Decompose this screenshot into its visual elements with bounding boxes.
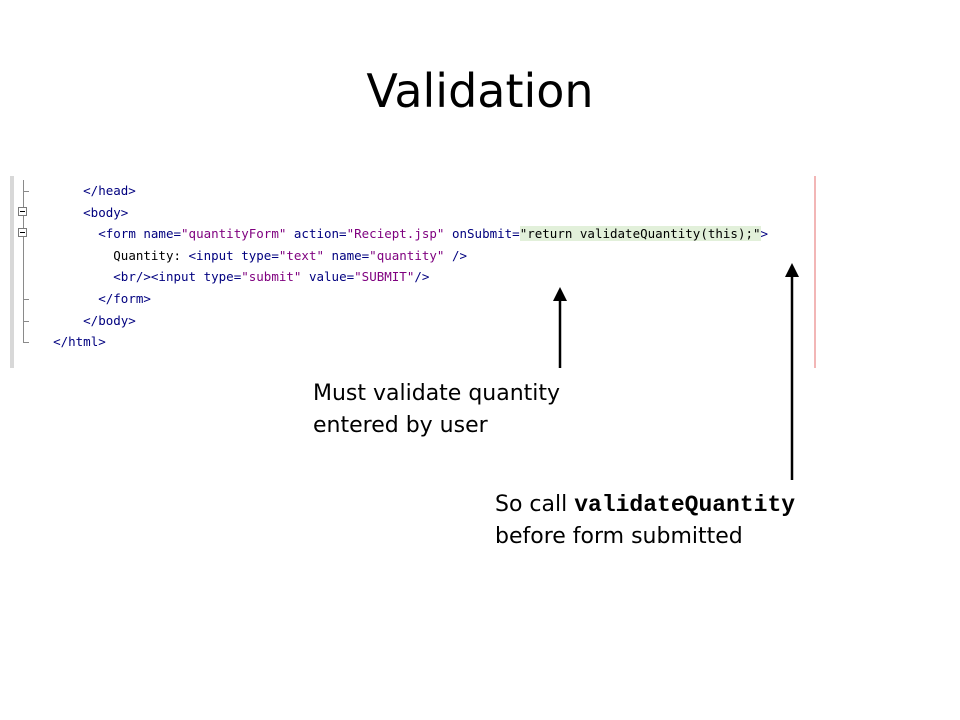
code-line: <form name="quantityForm" action="Reciep… — [38, 223, 768, 245]
code-token: "SUBMIT" — [354, 269, 415, 285]
code-token: "quantity" — [369, 247, 445, 263]
code-token: "text" — [278, 247, 325, 263]
code-line: Quantity: <input type="text" name="quant… — [38, 245, 467, 267]
code-token: "submit" — [241, 269, 302, 285]
fold-line-icon — [18, 288, 30, 310]
code-token: <input — [188, 247, 242, 263]
code-editor-panel: </head> <body> <form name="quantityForm"… — [10, 176, 816, 368]
code-token: <form — [98, 226, 144, 242]
fold-line-icon — [18, 266, 30, 289]
validate-call-note: So call validateQuantity before form sub… — [495, 489, 795, 553]
code-token: <br/> — [113, 269, 151, 285]
code-token: "quantityForm" — [181, 226, 287, 242]
fold-line-icon — [18, 180, 30, 202]
fold-collapse-icon[interactable] — [18, 223, 30, 246]
editor-margin-line — [814, 176, 816, 368]
call-note-line1: So call validateQuantity — [495, 489, 795, 521]
slide-title: Validation — [366, 64, 594, 118]
editor-left-border — [10, 176, 14, 368]
code-line: </head> — [38, 180, 136, 202]
code-token: /> — [414, 269, 430, 285]
code-token: <body> — [83, 204, 129, 220]
code-line: <br/><input type="submit" value="SUBMIT"… — [38, 266, 429, 288]
code-line: </html> — [38, 331, 106, 353]
highlighted-onsubmit-value: "return validateQuantity(this);" — [519, 226, 761, 242]
code-token: "Reciept.jsp" — [346, 226, 445, 242]
code-token: Quantity: — [113, 247, 189, 263]
code-token: </body> — [83, 312, 136, 328]
fold-gutter — [14, 176, 34, 368]
code-line: <body> — [38, 202, 128, 224]
code-token: <input — [150, 269, 204, 285]
quantity-validation-note: Must validate quantity entered by user — [313, 378, 560, 442]
code-token: </form> — [98, 291, 151, 306]
code-line: </form> — [38, 288, 151, 310]
code-token: value= — [301, 269, 355, 285]
fold-line-icon — [18, 244, 30, 267]
call-note-prefix: So call — [495, 492, 575, 517]
quantity-note-line2: entered by user — [313, 413, 488, 438]
code-token: /> — [444, 247, 468, 263]
code-token: name= — [324, 247, 370, 263]
quantity-note-line1: Must validate quantity — [313, 381, 561, 406]
code-token: </head> — [83, 183, 136, 198]
code-token: name= — [143, 226, 182, 242]
code-token: type= — [241, 247, 279, 263]
fold-line-icon — [18, 331, 30, 353]
code-token: </html> — [53, 334, 106, 350]
code-token: action= — [286, 226, 347, 242]
code-token: > — [760, 226, 769, 242]
call-note-line2: before form submitted — [495, 524, 743, 549]
code-token: type= — [203, 269, 242, 285]
code-token: onSubmit= — [444, 226, 520, 242]
code-line: </body> — [38, 310, 136, 332]
fold-collapse-icon[interactable] — [18, 201, 30, 224]
call-note-function-name: validateQuantity — [574, 492, 796, 518]
fold-line-icon — [18, 309, 30, 332]
